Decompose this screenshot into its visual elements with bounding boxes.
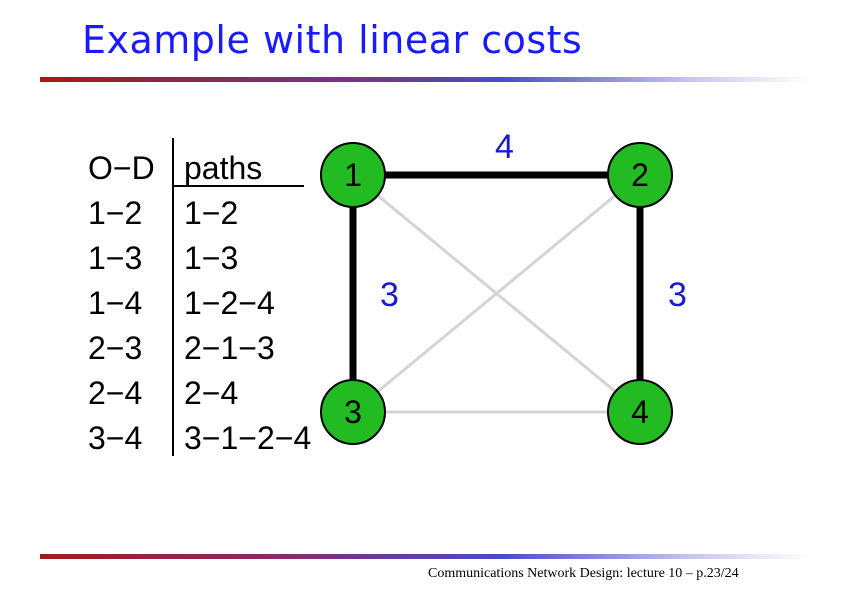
path-cell: 1−3 xyxy=(184,240,239,276)
node-4 xyxy=(607,379,673,445)
od-cell: 1−2 xyxy=(88,195,143,231)
path-cell: 1−2−4 xyxy=(184,285,275,321)
od-cell: 2−4 xyxy=(88,375,143,411)
slide-title: Example with linear costs xyxy=(82,18,583,62)
title-rule xyxy=(40,77,810,82)
path-cell: 2−1−3 xyxy=(184,330,275,366)
path-cell: 3−1−2−4 xyxy=(184,420,312,456)
header-paths: paths xyxy=(184,150,263,186)
node-2 xyxy=(607,142,673,208)
slide-footer: Communications Network Design: lecture 1… xyxy=(428,566,739,581)
edge-2-3 xyxy=(352,173,641,414)
node-label: 3 xyxy=(344,394,362,430)
node-3 xyxy=(320,379,386,445)
od-cell: 3−4 xyxy=(88,420,143,456)
edge-cost-label: 3 xyxy=(668,276,687,314)
path-cell: 2−4 xyxy=(184,375,239,411)
node-1 xyxy=(320,142,386,208)
edge-cost-label: 4 xyxy=(495,128,514,166)
od-cell: 2−3 xyxy=(88,330,143,366)
path-cell: 1−2 xyxy=(184,195,239,231)
table-vertical-divider xyxy=(172,138,174,456)
od-cell: 1−4 xyxy=(88,285,143,321)
header-od: O−D xyxy=(88,150,155,186)
footer-rule xyxy=(40,554,810,559)
node-label: 4 xyxy=(631,394,649,430)
od-cell: 1−3 xyxy=(88,240,143,276)
table-header-divider xyxy=(172,185,304,187)
node-label: 2 xyxy=(631,157,649,193)
edge-cost-label: 3 xyxy=(380,276,399,314)
node-label: 1 xyxy=(344,157,362,193)
